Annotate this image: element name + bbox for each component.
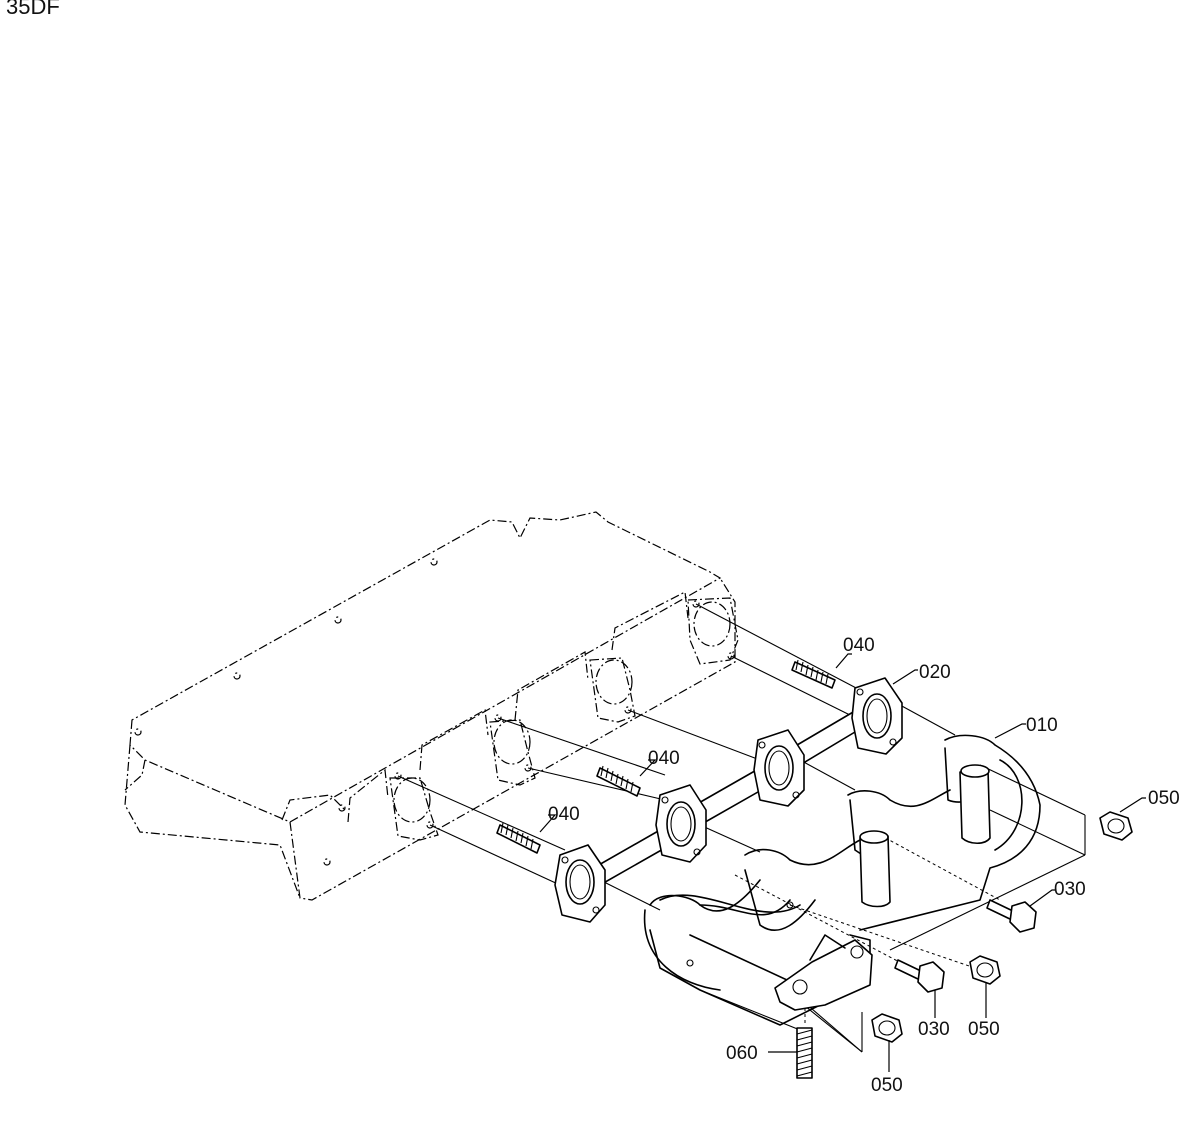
flange-nut-right	[1099, 811, 1133, 841]
stud-bolt-lower	[496, 822, 541, 854]
callout-030-right: 030	[1054, 879, 1086, 900]
flange-nut-bottom	[871, 1013, 903, 1043]
cylinder-head-outline	[124, 511, 739, 901]
fastener-axis-lines	[734, 834, 1001, 1025]
stud-bolt-middle	[596, 765, 641, 797]
callout-050-right: 050	[1148, 788, 1180, 809]
callout-050-middle: 050	[968, 1019, 1000, 1040]
callout-040-lower: 040	[548, 804, 580, 825]
exhaust-manifold	[643, 734, 1041, 1026]
stud-060	[796, 1027, 813, 1079]
hex-bolt-lower	[894, 959, 945, 993]
callout-030-lower: 030	[918, 1019, 950, 1040]
callout-050-bottom: 050	[871, 1075, 903, 1096]
flange-nut-middle	[969, 955, 1001, 985]
leader-lines	[539, 653, 1146, 1072]
callout-010: 010	[1026, 715, 1058, 736]
exhaust-gasket	[554, 677, 903, 923]
callout-040-upper: 040	[843, 635, 875, 656]
hex-bolt-right	[986, 899, 1037, 933]
diagram-title: 35DF	[6, 0, 60, 19]
part-callouts: 040 020 010 050 040 040 030 030 050 050 …	[548, 635, 1180, 1096]
callout-020: 020	[919, 662, 951, 683]
callout-040-middle: 040	[648, 748, 680, 769]
callout-060: 060	[726, 1043, 758, 1064]
stud-bolt-upper	[791, 659, 836, 689]
